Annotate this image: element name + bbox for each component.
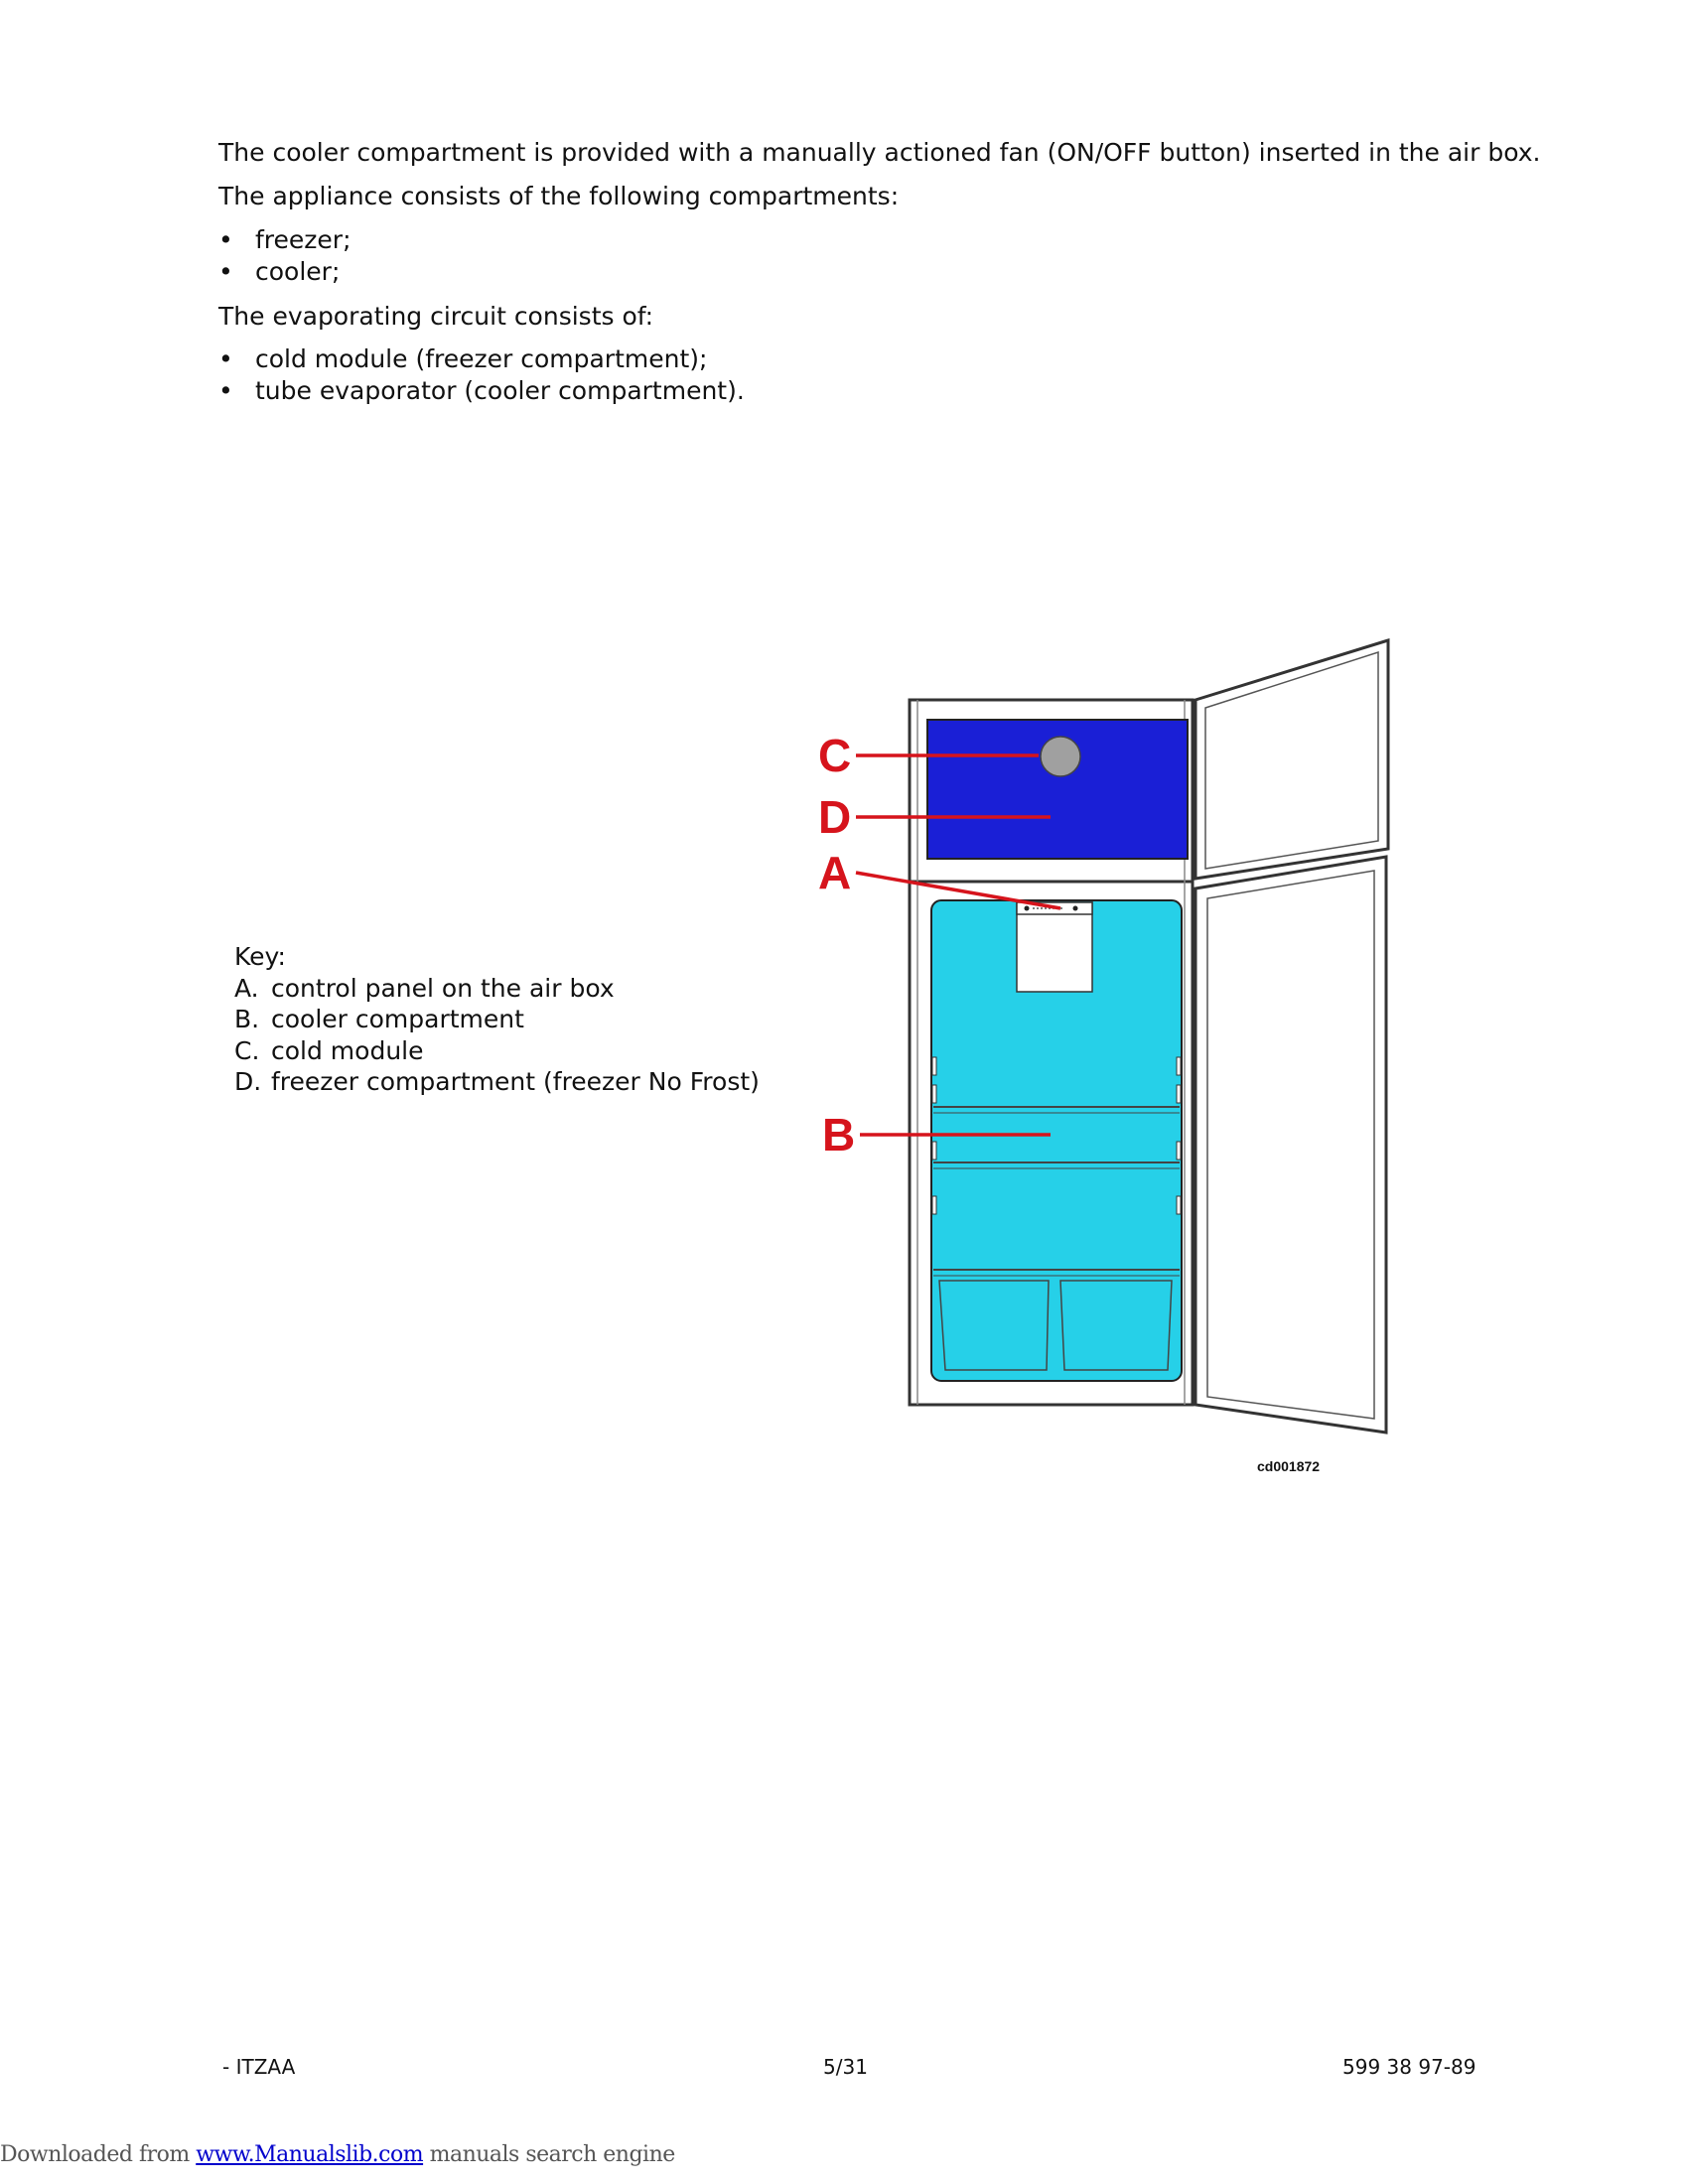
- cold-module: [1040, 736, 1081, 777]
- download-suffix: manuals search engine: [423, 2142, 676, 2167]
- key-item-d: D. freezer compartment (freezer No Frost): [234, 1066, 760, 1098]
- refrigerator-diagram: C D A B cd001872: [818, 637, 1390, 1474]
- cooler-door: [1194, 855, 1388, 1434]
- key-item-b: B. cooler compartment: [234, 1004, 760, 1035]
- key-label: control panel on the air box: [271, 973, 615, 1003]
- bullet-icon: •: [218, 376, 233, 405]
- download-prefix: Downloaded from: [0, 2142, 197, 2167]
- cooler-compartment: [930, 899, 1183, 1382]
- key-item-a: A. control panel on the air box: [234, 973, 760, 1005]
- list-item: • freezer;: [218, 224, 352, 256]
- evaporating-intro: The evaporating circuit consists of:: [218, 302, 654, 331]
- bullet-icon: •: [218, 344, 233, 373]
- callout-d: D: [818, 791, 851, 843]
- evaporating-list: • cold module (freezer compartment); • tub…: [218, 343, 745, 407]
- key-item-c: C. cold module: [234, 1035, 760, 1067]
- bullet-icon: •: [218, 225, 233, 254]
- callout-a: A: [818, 847, 851, 898]
- key-label: cold module: [271, 1035, 424, 1065]
- download-banner: Downloaded from www.Manualslib.com manua…: [0, 2142, 675, 2167]
- key-letter: C.: [234, 1035, 260, 1065]
- air-box: [1016, 901, 1093, 993]
- key-letter: A.: [234, 973, 259, 1003]
- callout-line-a: [855, 871, 1061, 910]
- compartments-list: • freezer; • cooler;: [218, 224, 352, 288]
- list-item: • cold module (freezer compartment);: [218, 343, 745, 375]
- list-item-text: tube evaporator (cooler compartment).: [255, 376, 745, 405]
- manualslib-link[interactable]: www.Manualslib.com: [196, 2142, 424, 2167]
- list-item-text: freezer;: [255, 225, 352, 254]
- figure-code: cd001872: [1257, 1458, 1320, 1474]
- footer-model: - ITZAA: [222, 2055, 296, 2079]
- list-item-text: cooler;: [255, 257, 341, 286]
- list-item: • tube evaporator (cooler compartment).: [218, 375, 745, 407]
- crisper-drawer-left: [938, 1280, 1050, 1371]
- list-item-text: cold module (freezer compartment);: [255, 344, 708, 373]
- crisper-drawer-right: [1059, 1280, 1173, 1371]
- freezer-door: [1194, 637, 1390, 881]
- key-label: freezer compartment (freezer No Frost): [271, 1067, 760, 1096]
- bullet-icon: •: [218, 257, 233, 286]
- figure-key: Key: A. control panel on the air box B. co…: [234, 941, 760, 1098]
- callout-c: C: [818, 730, 851, 781]
- key-letter: B.: [234, 1005, 260, 1033]
- callout-b: B: [822, 1109, 855, 1160]
- intro-paragraph: The cooler compartment is provided with …: [218, 138, 1541, 167]
- key-label: cooler compartment: [271, 1005, 524, 1033]
- footer-document-code: 599 38 97-89: [1342, 2055, 1477, 2079]
- footer-page-number: 5/31: [823, 2055, 868, 2079]
- key-title: Key:: [234, 942, 286, 971]
- compartments-intro: The appliance consists of the following …: [218, 182, 900, 210]
- list-item: • cooler;: [218, 256, 352, 288]
- key-letter: D.: [234, 1067, 262, 1096]
